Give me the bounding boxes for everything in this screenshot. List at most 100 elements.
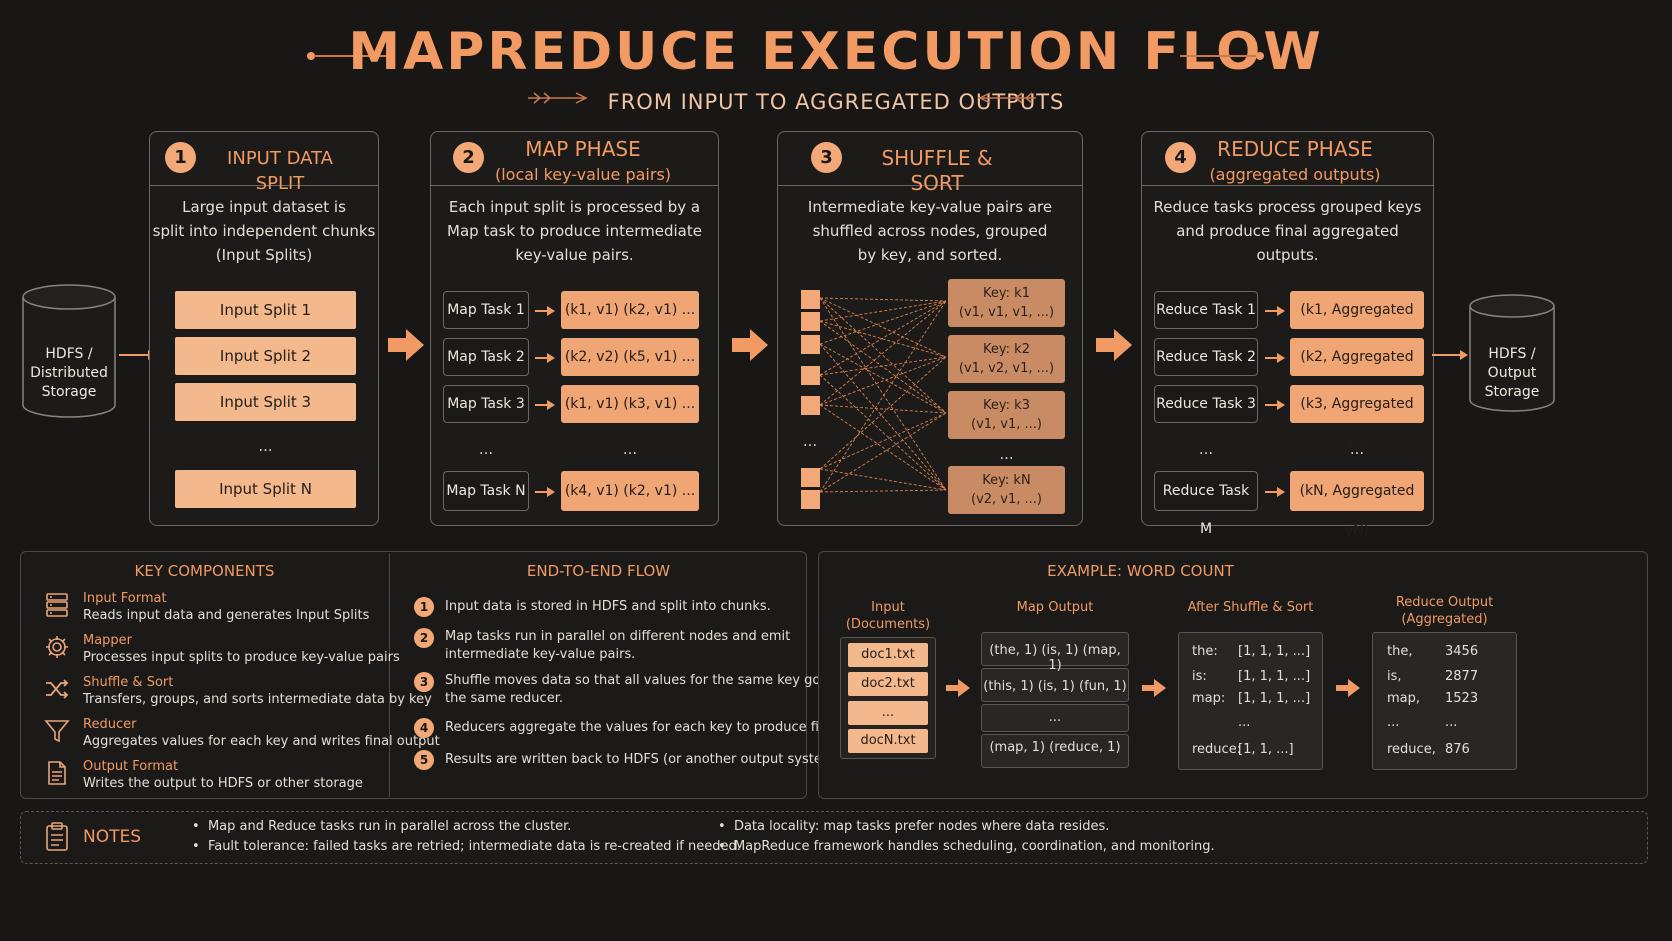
intermediate-node xyxy=(801,335,820,354)
column-header: Map Output xyxy=(1016,600,1094,615)
map-task: Map Task 1 xyxy=(443,291,529,329)
ornament-line xyxy=(1180,55,1260,57)
phase-title: REDUCE PHASE(aggregated outputs) xyxy=(1209,137,1381,184)
ellipsis: ... xyxy=(258,437,273,455)
component-name: Shuffle & Sort xyxy=(83,675,174,690)
map-output: (k1, v1) (k3, v1) ... xyxy=(561,385,699,423)
database-icon xyxy=(1469,294,1555,412)
shuffle-values: [1, 1, ...] xyxy=(1238,742,1294,757)
flow-step-number: 1 xyxy=(414,597,434,617)
arrow xyxy=(535,487,555,497)
map-output-row xyxy=(981,632,1129,666)
arrow xyxy=(1432,350,1468,360)
map-output-text: (map, 1) (reduce, 1) xyxy=(989,740,1121,755)
database-icon xyxy=(22,284,116,418)
arrow-right-icon xyxy=(946,679,970,697)
note-item: • MapReduce framework handles scheduling… xyxy=(718,839,1215,854)
component-description: Transfers, groups, and sorts intermediat… xyxy=(83,692,432,707)
arrow xyxy=(535,353,555,363)
shuffle-result-box xyxy=(1178,632,1323,770)
ellipsis: ... xyxy=(999,445,1014,463)
intermediate-node xyxy=(801,396,820,415)
input-split: Input Split 2 xyxy=(175,337,356,375)
component-description: Reads input data and generates Input Spl… xyxy=(83,608,370,623)
flow-step-number: 4 xyxy=(414,718,434,738)
funnel-icon xyxy=(44,720,70,743)
section-title: EXAMPLE: WORD COUNT xyxy=(1047,562,1234,580)
flow-step-number: 2 xyxy=(414,628,434,648)
shuffle-key: map: xyxy=(1192,691,1226,706)
component-name: Reducer xyxy=(83,717,137,732)
reduce-task: Reduce Task M xyxy=(1154,471,1258,537)
ellipsis: ... xyxy=(1198,440,1214,458)
reduce-output: (k3, Aggregated v3) xyxy=(1290,385,1424,450)
input-split: Input Split N xyxy=(175,470,356,508)
arrow-right-icon xyxy=(1096,329,1132,361)
intermediate-node xyxy=(801,490,820,509)
arrow xyxy=(1265,487,1285,497)
map-output-text: (the, 1) (is, 1) (map, 1) xyxy=(989,643,1121,673)
column-header: Input(Documents) xyxy=(845,600,931,632)
shuffle-values: [1, 1, 1, ...] xyxy=(1238,691,1311,706)
notes-title: NOTES xyxy=(83,827,142,847)
document-item: doc1.txt xyxy=(848,643,928,667)
clipboard-icon xyxy=(46,822,68,851)
step-number-badge: 4 xyxy=(1165,142,1196,173)
reduce-key: map, xyxy=(1387,691,1421,706)
intermediate-node xyxy=(801,290,820,309)
flow-step-number: 5 xyxy=(414,750,434,770)
step-number-badge: 3 xyxy=(811,142,842,173)
arrow xyxy=(1265,353,1285,363)
phase-title: MAP PHASE(local key-value pairs) xyxy=(494,137,672,184)
document-item: ... xyxy=(848,701,928,725)
ellipsis: ... xyxy=(622,440,638,458)
reduce-result-box xyxy=(1372,632,1517,770)
input-split: Input Split 3 xyxy=(175,383,356,421)
map-task: Map Task 3 xyxy=(443,385,529,423)
map-output: (k1, v1) (k2, v1) ... xyxy=(561,291,699,329)
components-flow-section xyxy=(20,551,807,799)
shuffle-sort-panel: 3 SHUFFLE & SORT Intermediate key-value … xyxy=(777,131,1083,526)
phase-title: INPUT DATA SPLIT xyxy=(227,148,333,194)
flow-step-text: Input data is stored in HDFS and split i… xyxy=(445,599,771,614)
arrow-right-icon xyxy=(388,329,424,361)
arrow xyxy=(535,306,555,316)
page-title: MAPREDUCE EXECUTION FLOW xyxy=(348,22,1324,82)
intermediate-node xyxy=(801,312,820,331)
flow-step-text: Reducers aggregate the values for each k… xyxy=(445,720,890,735)
ellipsis: ... xyxy=(478,440,494,458)
reduce-count: 876 xyxy=(1445,742,1470,757)
arrow-ornament-left xyxy=(528,92,588,104)
notes-section xyxy=(20,811,1648,864)
ellipsis: ... xyxy=(1387,715,1400,730)
shuffle-values: [1, 1, 1, ...] xyxy=(1238,644,1311,659)
ornament-dot xyxy=(307,52,315,60)
intermediate-node xyxy=(801,366,820,385)
server-stack-icon xyxy=(46,593,68,617)
flow-step-text: Shuffle moves data so that all values fo… xyxy=(445,673,838,706)
ellipsis: ... xyxy=(802,432,818,450)
map-task: Map Task N xyxy=(443,471,529,511)
column-header: After Shuffle & Sort xyxy=(1187,600,1314,615)
reduce-output: (k1, Aggregated v1) xyxy=(1290,291,1424,356)
map-output: (k2, v2) (k5, v1) ... xyxy=(561,338,699,376)
step-number-badge: 2 xyxy=(453,142,484,173)
shuffle-icon xyxy=(46,679,69,699)
reduce-count: 3456 xyxy=(1445,644,1479,659)
component-name: Mapper xyxy=(83,633,133,648)
flow-step-text: Results are written back to HDFS (or ano… xyxy=(445,752,844,767)
flow-step-text: Map tasks run in parallel on different n… xyxy=(445,629,791,662)
reduce-output: (k2, Aggregated v2) xyxy=(1290,338,1424,403)
page-subtitle: FROM INPUT TO AGGREGATED OUTPUTS xyxy=(607,90,1065,114)
reduce-task: Reduce Task 2 xyxy=(1154,338,1258,376)
note-item: • Data locality: map tasks prefer nodes … xyxy=(718,819,1110,834)
map-output: (k4, v1) (k2, v1) ... xyxy=(561,471,699,511)
component-name: Input Format xyxy=(83,591,167,606)
section-title: END-TO-END FLOW xyxy=(526,562,671,580)
component-description: Writes the output to HDFS or other stora… xyxy=(83,776,363,791)
ellipsis: ... xyxy=(1445,715,1458,730)
shuffle-key: reduce: xyxy=(1192,742,1242,757)
